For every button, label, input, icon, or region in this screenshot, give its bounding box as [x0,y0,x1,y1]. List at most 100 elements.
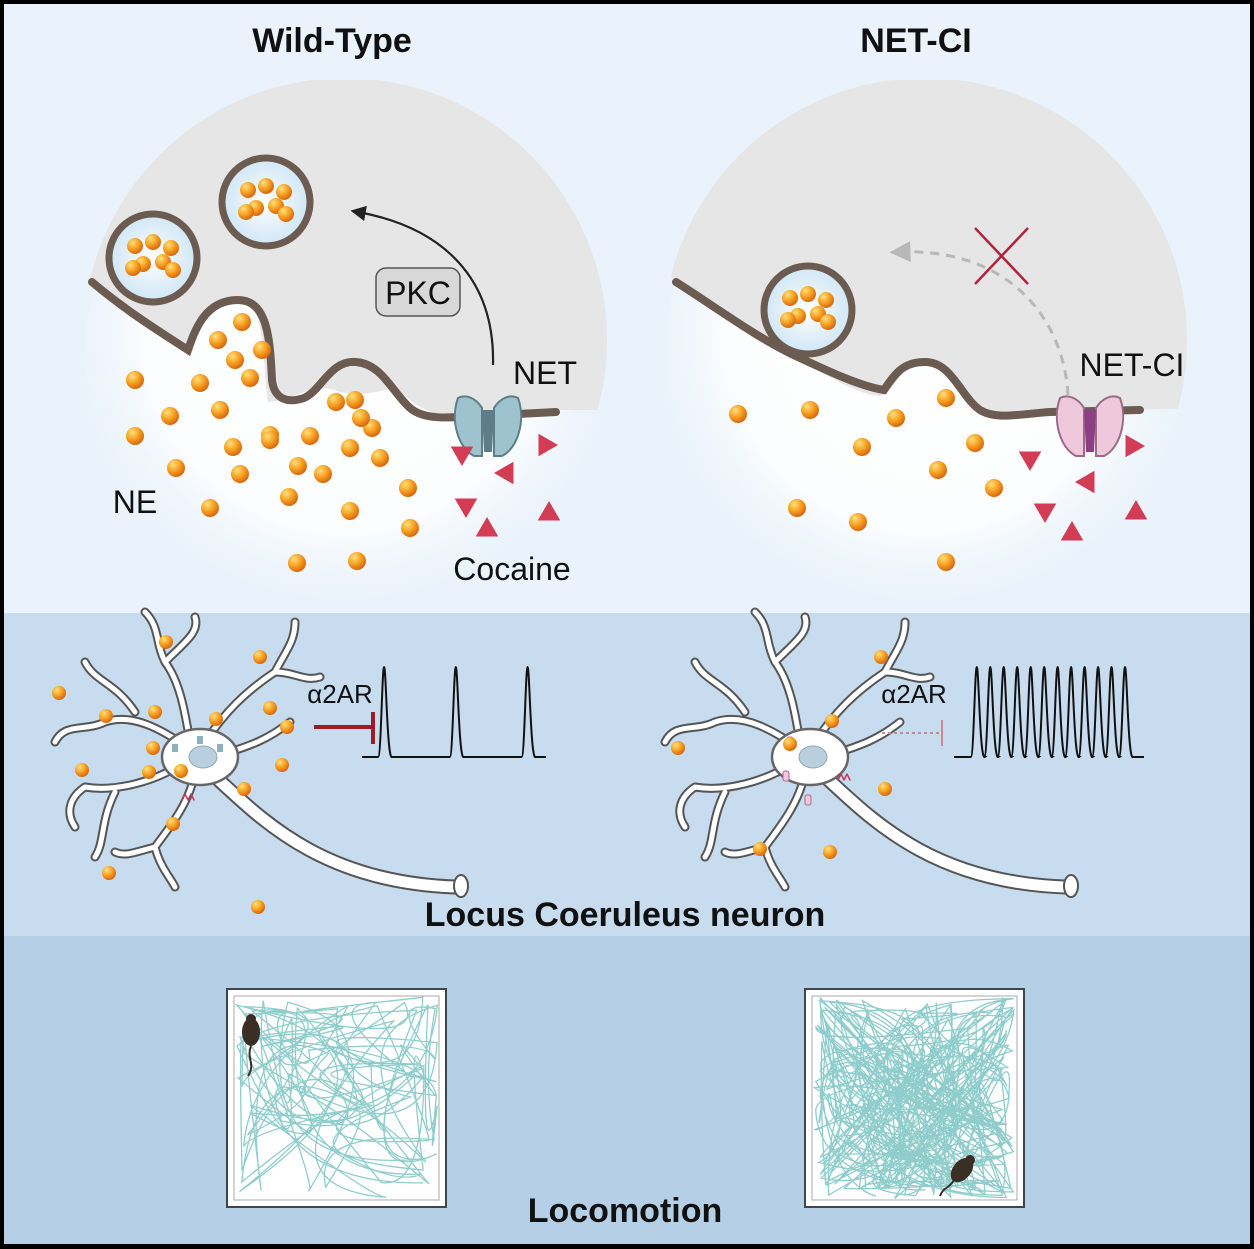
ne-particle [251,900,265,914]
cocaine-molecule [1075,470,1095,494]
alpha2ar-label-left: α2AR [307,679,373,709]
ne-particle [314,465,332,483]
cocaine-label: Cocaine [453,551,570,587]
ne-particle [75,763,89,777]
cocaine-molecule [538,433,558,457]
firing-trace-right [954,665,1144,759]
ne-particle [263,701,277,715]
receptor-icon [197,736,203,744]
cocaine-molecules-left [450,433,561,537]
ne-particle [145,234,161,250]
vesicle [105,210,201,306]
ne-particle [125,260,141,276]
ne-particle [276,184,292,200]
ne-particle [985,479,1003,497]
locomotion-track-left [234,996,439,1198]
arena-left [226,988,447,1208]
ne-particle [341,502,359,520]
ne-particle [966,434,984,452]
ne-particle [191,374,209,392]
ne-particle [937,389,955,407]
ne-particle [163,240,179,256]
ne-particle [289,457,307,475]
ne-particle [253,650,267,664]
ne-particle [224,438,242,456]
ne-particle [161,407,179,425]
neuron-right [660,607,1079,898]
ne-particle [209,712,223,726]
ne-particle [823,845,837,859]
cocaine-molecule [1018,451,1042,471]
ne-particle [929,461,947,479]
ne-particles-mid-left [52,635,294,914]
ne-particle [887,409,905,427]
ne-particle [937,553,955,571]
ne-particle [211,401,229,419]
mouse-icon [939,1155,975,1197]
membrane-right [672,278,1144,420]
vesicle [218,154,314,250]
ne-particle [825,714,839,728]
ne-particle [399,479,417,497]
ne-particle [348,552,366,570]
ne-particle [401,519,419,537]
ne-label: NE [113,484,157,520]
ne-particle [878,782,892,796]
ne-particle [102,866,116,880]
ne-particle [371,449,389,467]
ne-particles-right [729,286,1003,571]
ne-particle [849,513,867,531]
pkc-label: PKC [385,275,451,311]
cocaine-molecule [1033,503,1057,523]
ne-particle [126,371,144,389]
ne-particle [201,499,219,517]
pkc-arrow [350,205,495,366]
ne-particle [801,401,819,419]
ne-particle [174,764,188,778]
ne-particle [231,465,249,483]
ne-particle [148,705,162,719]
receptor-icon [804,794,812,806]
ne-particle [671,741,685,755]
ne-particle [241,369,259,387]
alpha2ar-label-right: α2AR [881,679,947,709]
cocaine-molecule [1060,521,1084,541]
ne-particle [167,459,185,477]
vesicle [760,262,856,358]
ne-particle [261,431,279,449]
receptor-icon [181,793,195,801]
ne-particle [800,286,816,302]
middle-caption: Locus Coeruleus neuron [425,896,826,934]
ne-particle [258,178,274,194]
ne-particle [165,262,181,278]
firing-trace-left [362,665,546,759]
locomotion-track-right [812,996,1016,1200]
ne-particle [820,314,836,330]
ne-particle [278,206,294,222]
inhibition-symbol [314,712,375,744]
ne-particle [99,709,113,723]
ne-particle [783,737,797,751]
cytoplasm-left [83,80,607,417]
ne-particles-mid-right [671,650,892,859]
ne-particle [280,488,298,506]
ne-particle [142,765,156,779]
net-label: NET [513,355,577,391]
ne-particles-left [125,178,419,572]
cocaine-molecule [494,461,514,485]
arena-right [804,988,1025,1208]
net-ci-label: NET-CI [1080,347,1185,383]
bottom-panel [4,936,1250,1244]
cocaine-molecule [450,446,474,466]
ne-particle [818,292,834,308]
ne-particle [788,499,806,517]
ne-particle [237,782,251,796]
receptor-icon [172,744,178,752]
wild-type-synapse [83,80,607,615]
ne-particle [782,290,798,306]
blocked-arrow [889,241,1070,396]
ne-particle [52,686,66,700]
ne-particle [238,204,254,220]
cocaine-molecule [1124,500,1148,520]
